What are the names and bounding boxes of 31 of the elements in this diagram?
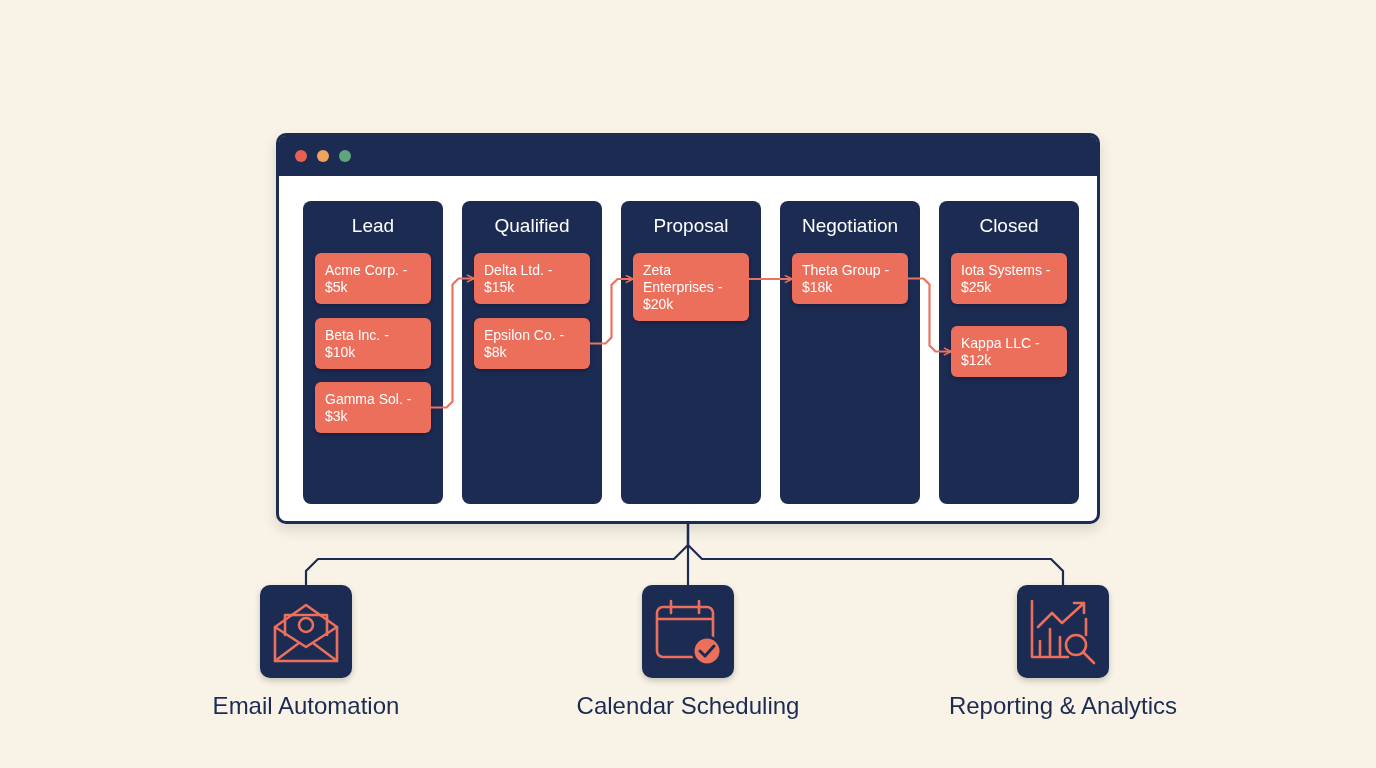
deal-card: Zeta Enterprises - $20k [633,253,749,321]
deal-card: Delta Ltd. - $15k [474,253,590,304]
deal-card: Epsilon Co. - $8k [474,318,590,369]
stage-title: Lead [350,215,396,237]
connector-arrow [431,274,475,409]
stage-title: Closed [978,215,1040,237]
stage-column [462,201,602,504]
connector-line [686,524,1065,585]
connector-arrow [908,277,952,356]
stage-column [303,201,443,504]
feature-tile [260,585,352,678]
stage-column [621,201,761,504]
deal-card: Iota Systems - $25k [951,253,1067,304]
deal-card: Acme Corp. - $5k [315,253,431,304]
feature-label: Email Automation [212,692,400,720]
deal-card: Kappa LLC - $12k [951,326,1067,377]
feature-label: Calendar Scheduling [576,692,800,720]
deal-card: Gamma Sol. - $3k [315,382,431,433]
feature-label: Reporting & Analytics [948,692,1178,720]
browser-window [276,133,1100,524]
feature-tile [1017,585,1109,678]
stage-column [780,201,920,504]
connector-arrow [590,274,634,345]
stage-title: Proposal [652,215,730,237]
stage-title: Qualified [493,215,571,237]
feature-tile [642,585,734,678]
deal-card: Theta Group - $18k [792,253,908,304]
connector-arrow [749,274,793,284]
stage-title: Negotiation [800,215,900,237]
deal-card: Beta Inc. - $10k [315,318,431,369]
stage-column [939,201,1079,504]
